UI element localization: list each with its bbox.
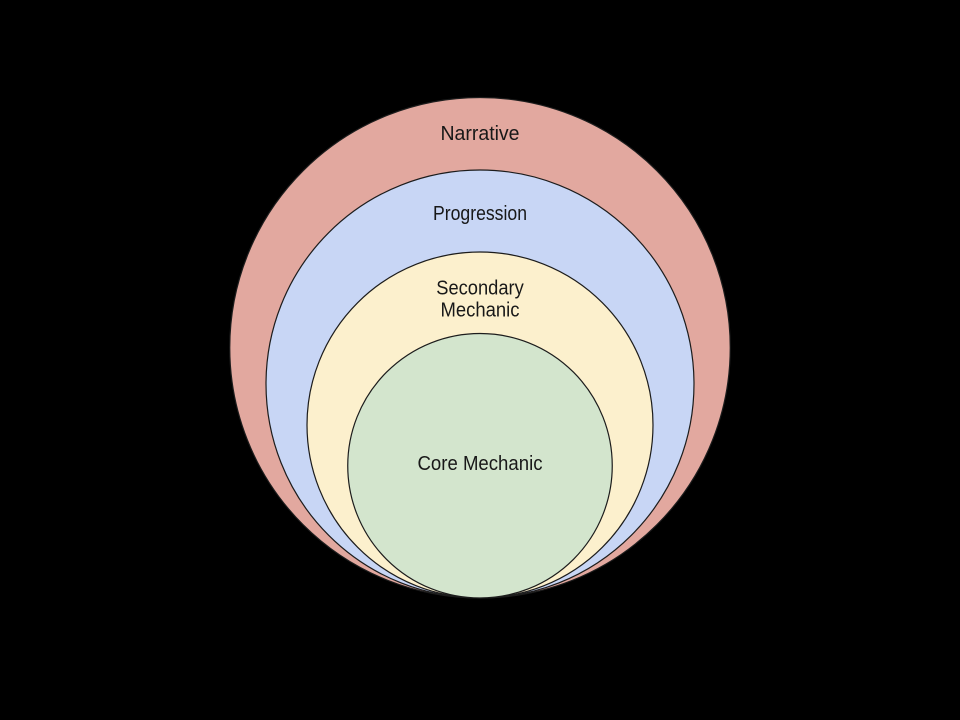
svg-text:Secondary: Secondary: [436, 278, 524, 300]
svg-text:Progression: Progression: [433, 203, 527, 225]
svg-text:Core Mechanic: Core Mechanic: [418, 453, 543, 475]
svg-text:Narrative: Narrative: [441, 123, 520, 145]
svg-text:Mechanic: Mechanic: [441, 300, 520, 322]
